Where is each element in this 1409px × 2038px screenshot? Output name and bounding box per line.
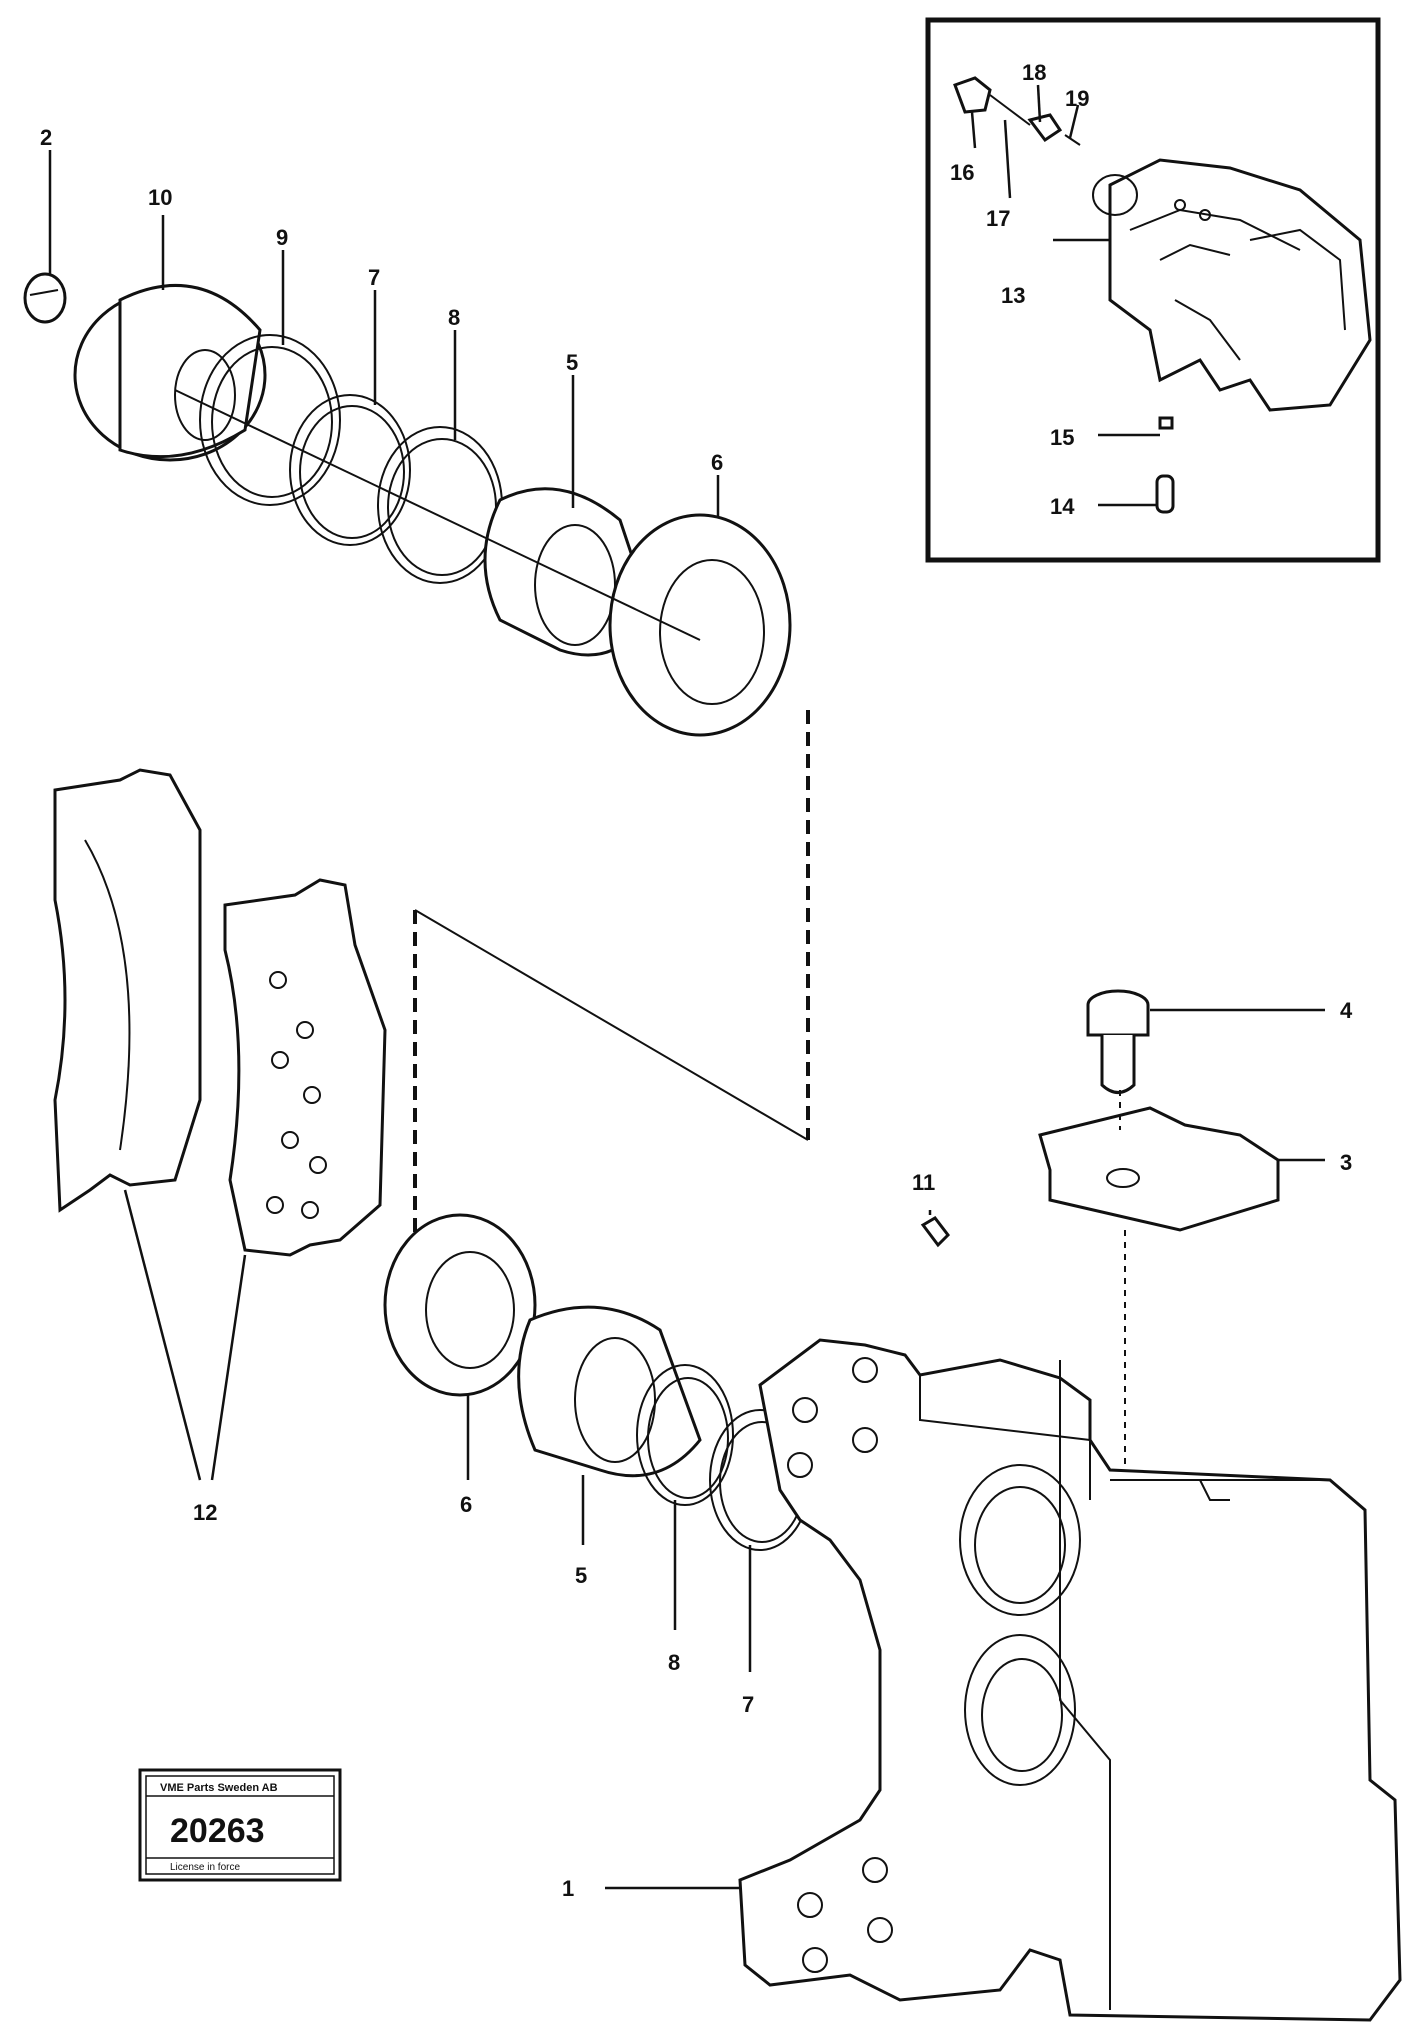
callout-6-top: 6 [711, 450, 723, 475]
stamp-number: 20263 [170, 1812, 265, 1850]
callout-12: 12 [193, 1500, 217, 1525]
bleed-screw-part-11 [920, 1216, 950, 1248]
callout-13: 13 [1001, 283, 1025, 308]
callout-5-top: 5 [566, 350, 578, 375]
callout-14: 14 [1050, 494, 1075, 519]
callout-16: 16 [950, 160, 974, 185]
o-ring-part-7 [289, 394, 411, 546]
bleed-nipple-part-2 [23, 272, 67, 324]
callout-1: 1 [562, 1876, 574, 1901]
callout-2: 2 [40, 125, 52, 150]
caliper-housing-part-1 [738, 1338, 1402, 2022]
inset-caliper-drawing [953, 76, 1372, 514]
retainer-part-6-bottom [383, 1213, 537, 1397]
callout-9: 9 [276, 225, 288, 250]
bolt-part-4 [1086, 989, 1150, 1094]
inset-detail-box: 13 15 14 16 17 18 19 [925, 17, 1381, 563]
plate-part-3 [1038, 1106, 1280, 1232]
callout-3: 3 [1340, 1150, 1352, 1175]
stamp-header: VME Parts Sweden AB [160, 1782, 278, 1794]
lower-piston-assembly [383, 1213, 950, 1551]
callout-5-bottom: 5 [575, 1563, 587, 1588]
upper-piston-assembly [23, 272, 792, 737]
ring-part-9 [199, 334, 341, 506]
parts-stamp: VME Parts Sweden AB 20263 License in for… [138, 1768, 342, 1882]
stamp-footer: License in force [170, 1862, 240, 1873]
callout-7-top: 7 [368, 265, 380, 290]
callout-4: 4 [1340, 998, 1353, 1023]
dust-boot-part-10 [73, 284, 267, 462]
seal-part-8-bottom [636, 1364, 734, 1506]
callout-17: 17 [986, 206, 1010, 231]
retainer-part-6-top [608, 513, 792, 737]
callout-15: 15 [1050, 425, 1074, 450]
callout-7-bottom: 7 [742, 1692, 754, 1717]
callout-10: 10 [148, 185, 172, 210]
callout-19: 19 [1065, 86, 1089, 111]
piston-part-5-bottom [517, 1305, 702, 1478]
callout-18: 18 [1022, 60, 1046, 85]
callout-8-bottom: 8 [668, 1650, 680, 1675]
brake-pads-part-12 [53, 768, 387, 1257]
callout-11: 11 [912, 1170, 935, 1195]
callout-6-bottom: 6 [460, 1492, 472, 1517]
callout-8-top: 8 [448, 305, 460, 330]
